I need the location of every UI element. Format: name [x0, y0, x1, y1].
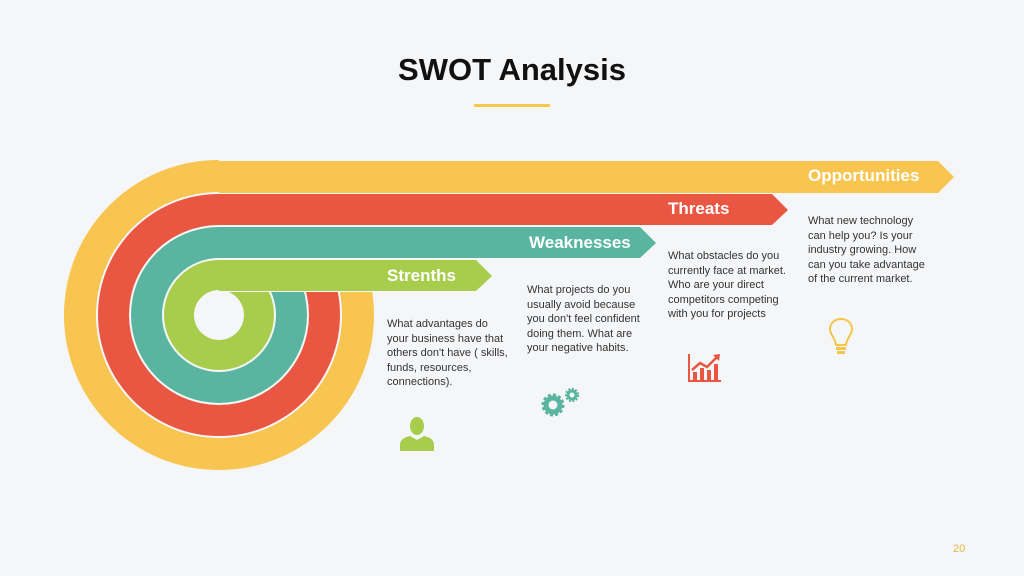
threats-arrow-bar	[219, 194, 788, 225]
person-icon	[400, 417, 434, 451]
strengths-description: What advantages do your business have th…	[387, 318, 508, 389]
gears-icon	[541, 387, 580, 417]
strengths-arrow-bar	[219, 260, 492, 291]
lightbulb-icon	[828, 317, 854, 354]
slide-title: SWOT Analysis	[398, 52, 626, 87]
threats-description: What obstacles do you currently face at …	[668, 250, 786, 321]
page-number: 20	[953, 543, 966, 555]
weaknesses-arrow-bar	[219, 227, 656, 258]
opportunities-description: What new technology can help you? Is you…	[808, 215, 925, 286]
opportunities-arrow-bar	[219, 161, 954, 193]
growth-chart-icon	[688, 354, 721, 382]
threats-label: Threats	[668, 199, 730, 218]
weaknesses-description: What projects do you usually avoid becau…	[527, 284, 640, 355]
opportunities-label: Opportunities	[808, 166, 920, 185]
title-underline	[474, 104, 550, 107]
strengths-label: Strenths	[387, 266, 456, 285]
weaknesses-label: Weaknesses	[529, 233, 631, 252]
